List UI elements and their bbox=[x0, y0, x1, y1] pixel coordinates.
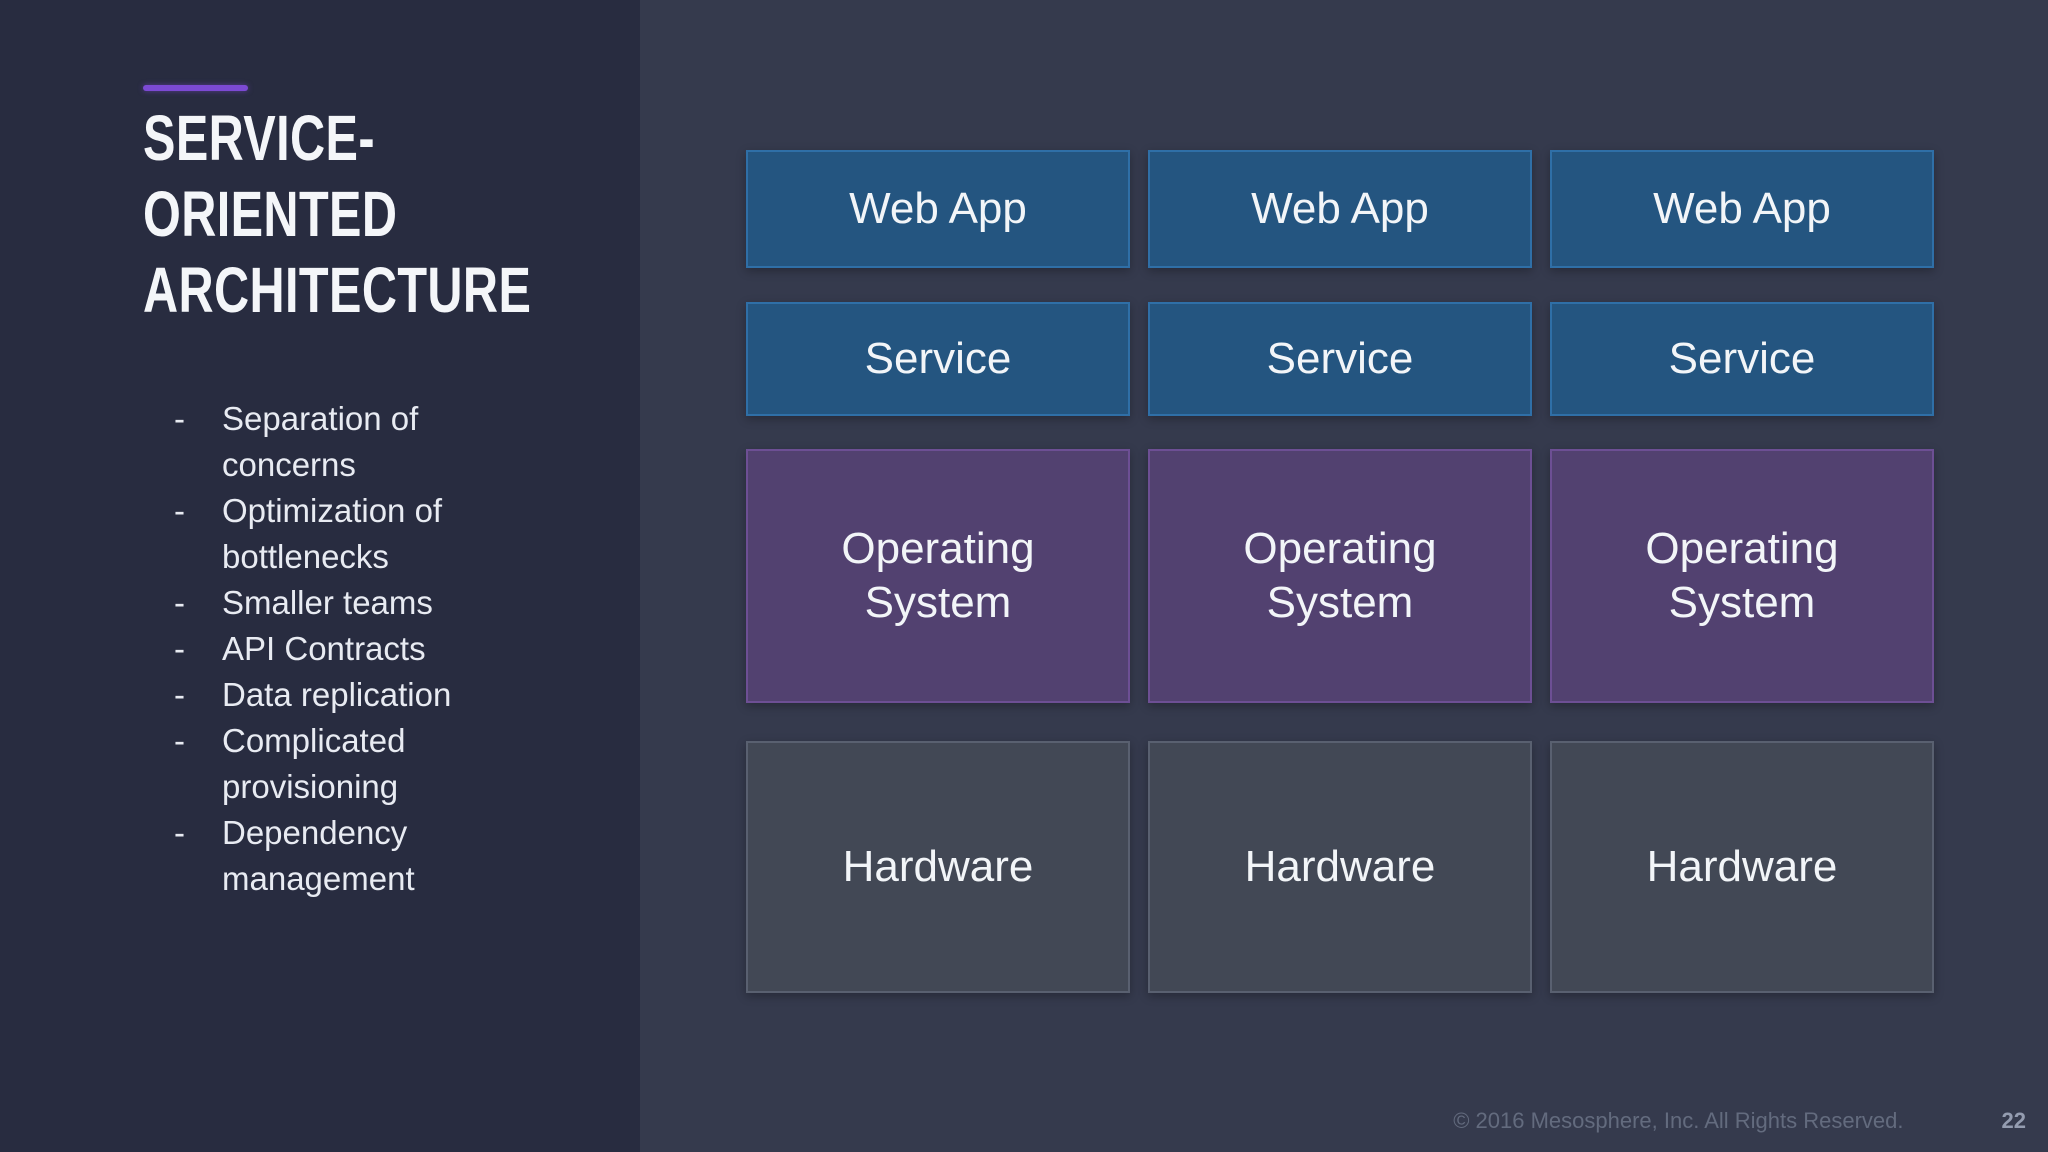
bullet-text: API Contracts bbox=[222, 630, 426, 667]
operating-system-box: Operating System bbox=[1550, 449, 1934, 703]
web-app-box: Web App bbox=[746, 150, 1130, 268]
title-line-3: ARCHITECTURE bbox=[143, 254, 532, 326]
bullet-marker: - bbox=[174, 814, 185, 851]
service-label: Service bbox=[1266, 334, 1414, 384]
bullet-text: Complicated provisioning bbox=[222, 722, 406, 805]
operating-system-box: Operating System bbox=[746, 449, 1130, 703]
page-number: 22 bbox=[2001, 1108, 2026, 1133]
bullet-item: - Complicated provisioning bbox=[174, 718, 534, 810]
bullet-item: - Data replication bbox=[174, 672, 534, 718]
bullet-marker: - bbox=[174, 492, 185, 529]
bullet-text: Smaller teams bbox=[222, 584, 433, 621]
bullet-item: - Optimization of bottlenecks bbox=[174, 488, 534, 580]
slide-footer: © 2016 Mesosphere, Inc. All Rights Reser… bbox=[1453, 1108, 2026, 1134]
service-label: Service bbox=[864, 334, 1012, 384]
title-accent-line bbox=[143, 85, 248, 91]
bullet-marker: - bbox=[174, 722, 185, 759]
copyright-text: © 2016 Mesosphere, Inc. All Rights Reser… bbox=[1453, 1108, 1904, 1133]
hardware-row: Hardware Hardware Hardware bbox=[746, 741, 1934, 993]
web-app-box: Web App bbox=[1148, 150, 1532, 268]
left-panel bbox=[0, 0, 640, 1152]
web-app-row: Web App Web App Web App bbox=[746, 150, 1934, 268]
operating-system-label: Operating System bbox=[1243, 524, 1437, 627]
bullet-text: Data replication bbox=[222, 676, 452, 713]
bullet-text: Separation of concerns bbox=[222, 400, 419, 483]
bullet-marker: - bbox=[174, 584, 185, 621]
hardware-label: Hardware bbox=[842, 842, 1034, 892]
hardware-box: Hardware bbox=[1550, 741, 1934, 993]
service-box: Service bbox=[1148, 302, 1532, 416]
title-line-2: ORIENTED bbox=[143, 178, 398, 250]
operating-system-label: Operating System bbox=[841, 524, 1035, 627]
bullet-item: - Smaller teams bbox=[174, 580, 534, 626]
operating-system-row: Operating System Operating System Operat… bbox=[746, 449, 1934, 703]
hardware-label: Hardware bbox=[1646, 842, 1838, 892]
bullet-text: Dependency management bbox=[222, 814, 415, 897]
service-row: Service Service Service bbox=[746, 302, 1934, 416]
bullet-marker: - bbox=[174, 630, 185, 667]
bullet-item: - Separation of concerns bbox=[174, 396, 534, 488]
hardware-label: Hardware bbox=[1244, 842, 1436, 892]
bullet-text: Optimization of bottlenecks bbox=[222, 492, 443, 575]
web-app-label: Web App bbox=[849, 184, 1027, 234]
architecture-diagram: Web App Web App Web App Service Service … bbox=[746, 150, 1934, 993]
bullet-list: - Separation of concerns - Optimization … bbox=[174, 396, 534, 902]
service-box: Service bbox=[746, 302, 1130, 416]
service-label: Service bbox=[1668, 334, 1816, 384]
web-app-label: Web App bbox=[1653, 184, 1831, 234]
web-app-box: Web App bbox=[1550, 150, 1934, 268]
slide-title: SERVICE- ORIENTED ARCHITECTURE bbox=[143, 100, 531, 328]
operating-system-label: Operating System bbox=[1645, 524, 1839, 627]
service-box: Service bbox=[1550, 302, 1934, 416]
bullet-item: - Dependency management bbox=[174, 810, 534, 902]
bullet-item: - API Contracts bbox=[174, 626, 534, 672]
hardware-box: Hardware bbox=[746, 741, 1130, 993]
operating-system-box: Operating System bbox=[1148, 449, 1532, 703]
hardware-box: Hardware bbox=[1148, 741, 1532, 993]
bullet-marker: - bbox=[174, 676, 185, 713]
title-line-1: SERVICE- bbox=[143, 102, 375, 174]
web-app-label: Web App bbox=[1251, 184, 1429, 234]
bullet-marker: - bbox=[174, 400, 185, 437]
